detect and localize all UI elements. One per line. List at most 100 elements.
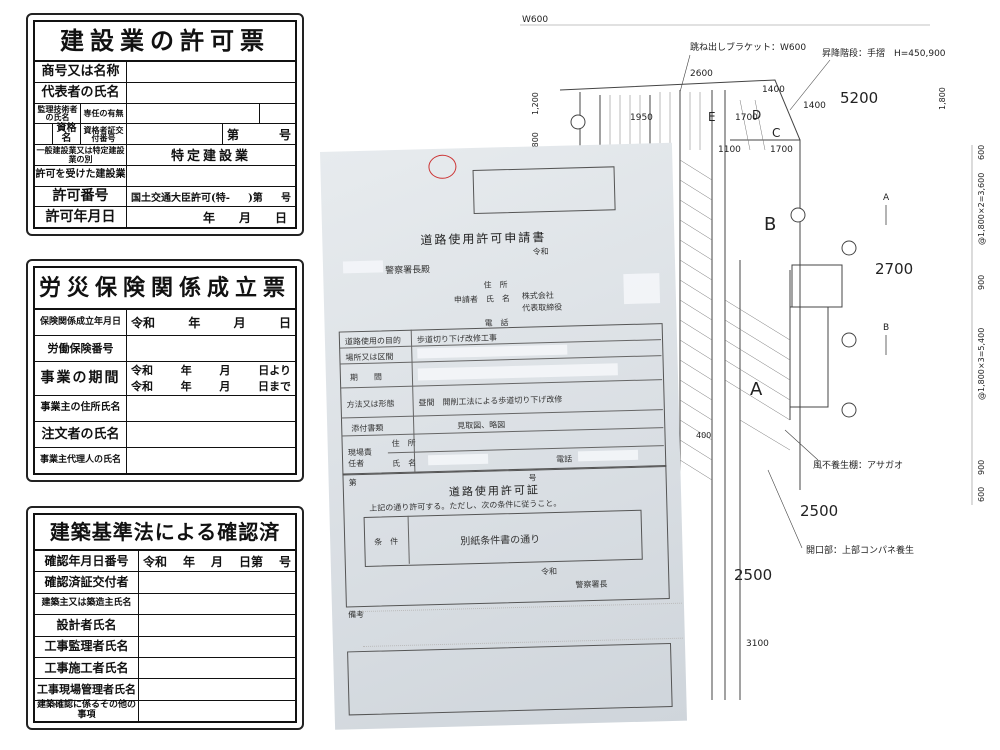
row-label: 工事監理者氏名	[35, 636, 139, 657]
row-label: 許可を受けた建設業	[35, 165, 127, 186]
permit-no-prefix: 第	[348, 478, 357, 488]
dim-text: 1,200	[531, 92, 540, 115]
permit-era: 令和	[540, 566, 558, 577]
era: 令和	[131, 380, 153, 394]
dim-text: 1400	[803, 101, 826, 111]
row-label: 工事施工者氏名	[35, 657, 139, 679]
day-to: 日まで	[257, 380, 291, 394]
row-label: 設計者氏名	[35, 615, 139, 636]
zone-label-c: C	[772, 126, 780, 140]
zone-label-d: D	[752, 108, 761, 122]
month: 月	[233, 316, 246, 331]
year: 年	[180, 380, 192, 394]
dim-text: 1,800	[531, 132, 540, 155]
month: 月	[219, 364, 231, 378]
era: 令和	[143, 554, 168, 569]
row-label: 資格者証交付番号	[81, 124, 127, 144]
zone-label-a: A	[750, 379, 763, 400]
no-suffix: 号	[278, 127, 291, 142]
row-label: 許可番号	[35, 186, 127, 207]
row-label: 事業主代理人の氏名	[35, 447, 127, 473]
row-label: 一般建設業又は特定建設業の別	[35, 145, 127, 165]
year: 年	[180, 364, 192, 378]
cond-value: 別紙条件書の通り	[460, 534, 541, 548]
building-confirmation-sign: 建築基準法による確認済 確認年月日番号 令和 年 月 日第 号 確認済証交付者 …	[26, 506, 304, 730]
row-label: 監理技術者の氏名	[35, 103, 81, 124]
field-label: 方法又は形態	[346, 399, 395, 410]
dim-text: @1,800×2=3,600	[977, 173, 986, 245]
seal-stamp	[428, 154, 457, 180]
no-suffix: 号	[278, 554, 291, 569]
annotation-opening: 開口部：上部コンパネ養生	[806, 544, 914, 556]
annotation-bracket: 跳ね出しブラケット：W600	[690, 41, 806, 53]
dim-text: 400	[696, 431, 711, 440]
row-label: 確認年月日番号	[35, 551, 139, 572]
road-use-permit-application-photo: 道路使用許可申請書 令和 警察署長殿 住 所 申請者 氏 名 株式会社 代表取締…	[320, 142, 688, 730]
row-label: 確認済証交付者	[35, 572, 139, 593]
dim-text: 1,800	[938, 87, 947, 110]
year: 年	[182, 554, 195, 569]
sign-title: 建設業の許可票	[35, 22, 295, 62]
dim-text: 2600	[690, 69, 713, 79]
field-label: 現場責任者	[347, 447, 372, 469]
dim-text: W600	[522, 15, 548, 25]
doc-title: 道路使用許可申請書	[420, 230, 547, 248]
row-label: 代表者の氏名	[35, 82, 127, 103]
doc-to: 警察署長殿	[385, 265, 431, 277]
field-label: 住 所	[391, 438, 416, 449]
permit-suffix: 号	[281, 192, 291, 204]
field-label: 氏 名	[392, 458, 417, 469]
zone-label-b: B	[764, 214, 776, 235]
row-label: 事業の期間	[35, 362, 127, 395]
dim-text: 1400	[762, 85, 785, 95]
month: 月	[219, 380, 231, 394]
field-label: 添付書類	[351, 423, 384, 434]
row-label: 事業主の住所氏名	[35, 395, 127, 421]
day: 日	[278, 316, 291, 331]
zone-label-e: E	[708, 110, 716, 124]
dim-text: 3100	[746, 639, 769, 649]
scaffold-plan-drawing: W600 跳ね出しブラケット：W600 昇降階段：手摺 H=450,900	[520, 15, 986, 700]
row-label: 資格名	[53, 123, 81, 144]
section-mark-b: B	[883, 323, 889, 333]
year: 年	[188, 316, 201, 331]
row-label: 許可年月日	[35, 207, 127, 227]
cond-label: 条 件	[374, 537, 399, 547]
row-label: 工事現場管理者氏名	[35, 679, 139, 700]
dim-text: 1950	[630, 113, 653, 123]
field-value: 歩道切り下げ改修工事	[416, 333, 498, 345]
field-label: 期 間	[349, 372, 383, 383]
row-label: 保険関係成立年月日	[35, 310, 127, 336]
day-from: 日より	[258, 364, 291, 378]
year: 年	[202, 210, 215, 225]
no-prefix: 第	[227, 127, 240, 142]
field-label: 場所又は区間	[345, 352, 394, 363]
month: 月	[238, 210, 251, 225]
era: 令和	[131, 364, 153, 378]
field-value: 見取図、略図	[457, 420, 506, 431]
dim-text: 2500	[734, 566, 772, 584]
row-label: 建築確認に係るその他の事項	[35, 701, 139, 721]
construction-permit-sign: 建設業の許可票 商号又は名称 代表者の氏名 監理技術者の氏名 専任の有無 資格名…	[26, 13, 304, 236]
row-value: 特定建設業	[170, 149, 251, 165]
doc-company: 株式会社	[521, 290, 554, 301]
permit-title: 道路使用許可証	[448, 483, 541, 499]
field-label: 道路使用の目的	[344, 335, 402, 347]
row-label: 建築主又は築造主氏名	[35, 593, 139, 615]
era: 令和	[131, 316, 156, 331]
doc-rep: 代表取締役	[522, 302, 563, 313]
doc-applicant: 申請者 氏 名	[453, 294, 511, 305]
field-label: 電話	[556, 454, 573, 464]
day: 日	[274, 210, 287, 225]
sign-title: 建築基準法による確認済	[35, 515, 295, 551]
dim-text: 600	[977, 487, 986, 502]
doc-era: 令和	[532, 247, 549, 257]
dim-text: 5200	[840, 89, 878, 107]
section-mark-a: A	[883, 193, 890, 203]
month: 月	[210, 554, 223, 569]
row-label: 注文者の氏名	[35, 421, 127, 447]
dim-text: 1700	[735, 113, 758, 123]
permit-no: )第	[248, 192, 263, 204]
dim-text: 900	[977, 460, 986, 475]
dim-text: @1,800×3=5,400	[977, 328, 986, 400]
